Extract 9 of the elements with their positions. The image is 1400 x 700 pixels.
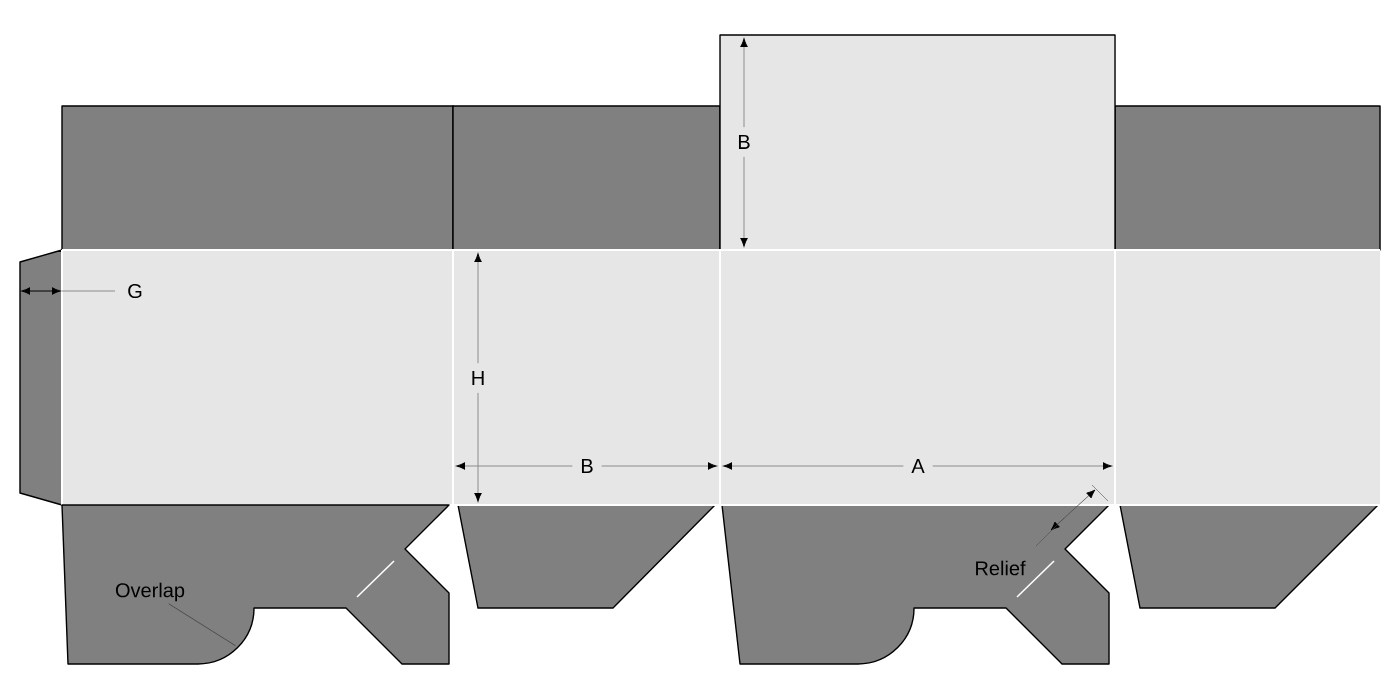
dimension-label: H bbox=[462, 363, 494, 393]
dimension-label: B bbox=[572, 451, 602, 481]
overlap-flap bbox=[61, 504, 450, 665]
leader-line bbox=[168, 603, 236, 647]
dimension-label: G bbox=[128, 283, 142, 299]
dimension-label: Relief bbox=[976, 560, 1026, 576]
callout-label: Overlap bbox=[115, 582, 185, 602]
dimension-label: A bbox=[903, 451, 933, 481]
dimension-label: B bbox=[729, 127, 759, 157]
